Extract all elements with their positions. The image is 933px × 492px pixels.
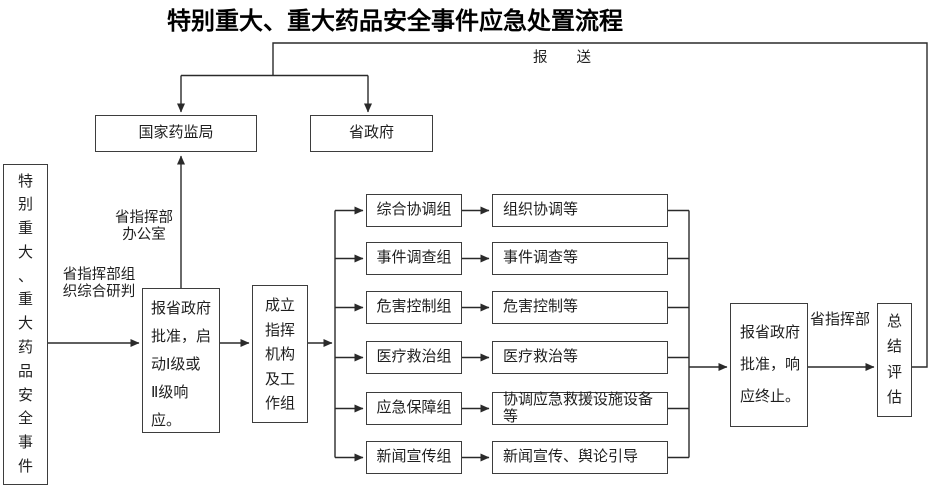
summary-char: 评: [886, 363, 902, 381]
box-group-medical-treatment: 医疗救治组: [366, 341, 462, 374]
box-group-coordination: 综合协调组: [366, 194, 462, 227]
summary-char: 估: [886, 389, 902, 406]
box-national-drug-bureau: 国家药监局: [95, 115, 257, 152]
event-char: 药: [17, 338, 33, 356]
box-desc-emergency-support: 协调应急救援设施设备等: [492, 391, 668, 425]
report-start-line: 批准，启: [151, 328, 212, 345]
box-group-news-publicity: 新闻宣传组: [366, 441, 462, 474]
box-desc-coordination: 组织协调等: [492, 194, 668, 227]
box-desc-news-publicity: 新闻宣传、舆论引导: [492, 441, 668, 474]
event-char: 大: [17, 243, 33, 261]
establish-line: 指挥: [264, 321, 295, 339]
connector-feedback-loop: [272, 42, 928, 368]
event-char: 品: [17, 362, 33, 380]
report-end-line: 批准，响: [740, 356, 801, 373]
box-establish-command: 成立 指挥 机构 及工 作组: [252, 285, 308, 423]
event-char: 特: [17, 172, 33, 190]
event-char: 事: [17, 434, 33, 452]
box-desc-medical-treatment: 医疗救治等: [492, 341, 668, 374]
establish-line: 成立: [264, 297, 295, 314]
box-group-hazard-control: 危害控制组: [366, 291, 462, 324]
event-char: 、: [17, 267, 33, 285]
label-command-office-line1: 省指挥部: [115, 210, 173, 226]
establish-line: 及工: [264, 370, 295, 388]
event-char: 别: [17, 196, 33, 214]
event-char: 重: [17, 291, 33, 309]
report-start-line: 应。: [151, 412, 182, 429]
report-start-line: Ⅱ级响: [151, 384, 189, 401]
summary-char: 总: [886, 312, 902, 330]
label-command-dept: 省指挥部: [810, 311, 871, 328]
box-desc-hazard-control: 危害控制等: [492, 291, 668, 324]
label-command-research: 省指挥部组 织综合研判: [58, 267, 140, 301]
box-report-start-response: 报省政府 批准，启 动Ⅰ级或 Ⅱ级响 应。: [142, 288, 220, 433]
box-summary-evaluation: 总 结 评 估: [877, 303, 912, 417]
event-char: 全: [17, 410, 33, 428]
label-command-research-line2: 织综合研判: [62, 284, 136, 300]
box-event-title: 特 别 重 大 、 重 大 药 品 安 全 事 件: [3, 164, 48, 485]
event-char: 重: [17, 220, 33, 238]
page-title: 特别重大、重大药品安全事件应急处置流程: [167, 9, 623, 35]
report-end-line: 应终止。: [740, 388, 801, 405]
box-group-investigation: 事件调查组: [366, 242, 462, 275]
label-command-research-line1: 省指挥部组: [62, 267, 136, 283]
box-desc-investigation: 事件调查等: [492, 242, 668, 275]
report-end-line: 报省政府: [740, 324, 801, 341]
event-char: 安: [17, 386, 33, 404]
report-start-line: 报省政府: [151, 300, 212, 317]
report-start-line: 动Ⅰ级或: [151, 356, 201, 373]
establish-line: 机构: [264, 346, 295, 363]
label-report-send: 报送: [533, 50, 620, 66]
event-char: 大: [17, 315, 33, 333]
event-char: 件: [17, 457, 33, 475]
establish-line: 作组: [264, 395, 295, 412]
box-provincial-government: 省政府: [310, 115, 433, 152]
box-group-emergency-support: 应急保障组: [366, 392, 462, 425]
label-command-office-line2: 办公室: [122, 227, 166, 243]
label-command-office: 省指挥部 办公室: [106, 210, 182, 244]
box-report-end-response: 报省政府 批准，响 应终止。: [730, 303, 808, 427]
summary-char: 结: [886, 338, 902, 355]
